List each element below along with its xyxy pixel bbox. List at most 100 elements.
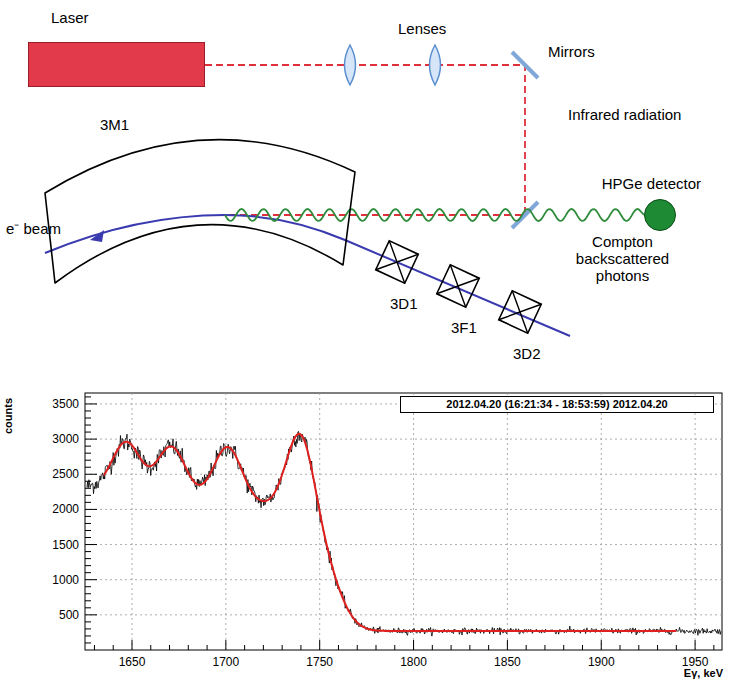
infrared-beam xyxy=(205,65,525,215)
axis-tick xyxy=(85,544,97,545)
part-label: 3F1 xyxy=(451,319,477,336)
axis-tick xyxy=(85,410,91,411)
axis-tick xyxy=(488,645,489,650)
axis-tick xyxy=(85,439,97,440)
axis-tick xyxy=(150,645,151,650)
axis-tick xyxy=(319,640,320,650)
axis-tick xyxy=(85,565,91,566)
axis-tick xyxy=(676,645,677,650)
magnet-shape xyxy=(45,140,355,283)
grid-line xyxy=(132,393,133,650)
axis-tick xyxy=(85,446,91,447)
axis-tick xyxy=(85,642,91,643)
axis-tick-label: 500 xyxy=(59,608,79,622)
axis-tick xyxy=(188,645,189,650)
magnet-outline xyxy=(38,135,363,290)
quadrupole-square xyxy=(499,291,542,334)
part-label: Laser xyxy=(51,9,89,26)
axis-tick xyxy=(85,558,91,559)
axis-tick xyxy=(620,645,621,650)
axis-tick xyxy=(85,628,91,629)
detector-circle: HPGe detector xyxy=(644,199,676,231)
axis-tick xyxy=(85,586,91,587)
lens-symbol xyxy=(430,45,441,85)
laser-beam xyxy=(205,65,525,215)
axis-tick xyxy=(376,645,377,650)
quadrupole-outline xyxy=(435,263,481,309)
axis-tick xyxy=(526,645,527,650)
axis-tick xyxy=(85,460,91,461)
quadrupole-cross xyxy=(437,265,480,308)
axis-tick xyxy=(225,640,226,650)
part-label: 3D2 xyxy=(513,345,541,362)
axis-tick xyxy=(338,645,339,650)
axis-tick xyxy=(85,418,91,419)
axis-tick xyxy=(85,432,91,433)
axis-tick xyxy=(85,425,91,426)
axis-tick-label: 1500 xyxy=(52,538,79,552)
photon-wave-segment xyxy=(225,209,363,221)
axis-tick xyxy=(244,645,245,650)
axis-tick xyxy=(85,635,91,636)
axis-tick xyxy=(85,502,91,503)
axis-tick xyxy=(507,640,508,650)
axis-tick xyxy=(207,645,208,650)
bending-magnet: 3M1 xyxy=(38,135,363,290)
axis-tick xyxy=(85,530,91,531)
axis-tick xyxy=(394,645,395,650)
axis-tick-label: 1750 xyxy=(306,655,333,669)
axis-tick xyxy=(657,645,658,650)
axis-tick xyxy=(263,645,264,650)
axis-tick-label: 1700 xyxy=(212,655,239,669)
component-label: Lenses xyxy=(398,20,446,37)
fit-curve xyxy=(104,434,676,631)
quadrupole-symbol xyxy=(437,265,480,308)
axis-tick xyxy=(85,516,91,517)
quadrupole-cross xyxy=(499,291,542,334)
axis-tick xyxy=(469,645,470,650)
axis-tick-label: 3500 xyxy=(52,397,79,411)
part-label: HPGe detector xyxy=(602,175,701,192)
axis-tick-label: 1850 xyxy=(494,655,521,669)
axis-tick xyxy=(85,614,97,615)
axis-tick xyxy=(85,579,97,580)
beam-label: Compton backscattered photons xyxy=(565,233,680,284)
axis-tick xyxy=(432,645,433,650)
axis-tick xyxy=(85,495,91,496)
axis-tick xyxy=(300,645,301,650)
lens-symbol xyxy=(345,45,356,85)
grid-line xyxy=(413,393,414,650)
axis-tick xyxy=(563,645,564,650)
axis-tick xyxy=(695,640,696,650)
axis-tick xyxy=(713,645,714,650)
spectrum-chart xyxy=(85,393,722,650)
axis-tick xyxy=(544,645,545,650)
axis-tick xyxy=(582,645,583,650)
axis-tick xyxy=(85,488,91,489)
mirror-symbol xyxy=(512,202,538,228)
axis-tick xyxy=(451,645,452,650)
axis-tick xyxy=(132,640,133,650)
quadrupole-symbol xyxy=(499,291,542,334)
quadrupole-cross xyxy=(376,241,419,284)
part-label: 3D1 xyxy=(390,295,418,312)
axis-tick xyxy=(85,593,91,594)
electron-beam xyxy=(45,215,570,336)
axis-tick xyxy=(85,572,91,573)
axis-title: counts xyxy=(2,398,15,434)
chart-title-box: 2012.04.20 (16:21:34 - 18:53:59) 2012.04… xyxy=(400,396,714,413)
quadrupole-square xyxy=(437,265,480,308)
axis-tick xyxy=(169,645,170,650)
quadrupole-square xyxy=(376,241,419,284)
axis-tick-label: 1950 xyxy=(682,655,709,669)
axis-tick-label: 1900 xyxy=(588,655,615,669)
axis-tick-label: 1650 xyxy=(119,655,146,669)
grid-line xyxy=(695,393,696,650)
axis-tick xyxy=(282,645,283,650)
axis-tick-label: 3000 xyxy=(52,432,79,446)
axis-tick xyxy=(85,453,91,454)
axis-tick xyxy=(413,640,414,650)
axis-tick xyxy=(85,523,91,524)
axis-tick xyxy=(85,474,97,475)
